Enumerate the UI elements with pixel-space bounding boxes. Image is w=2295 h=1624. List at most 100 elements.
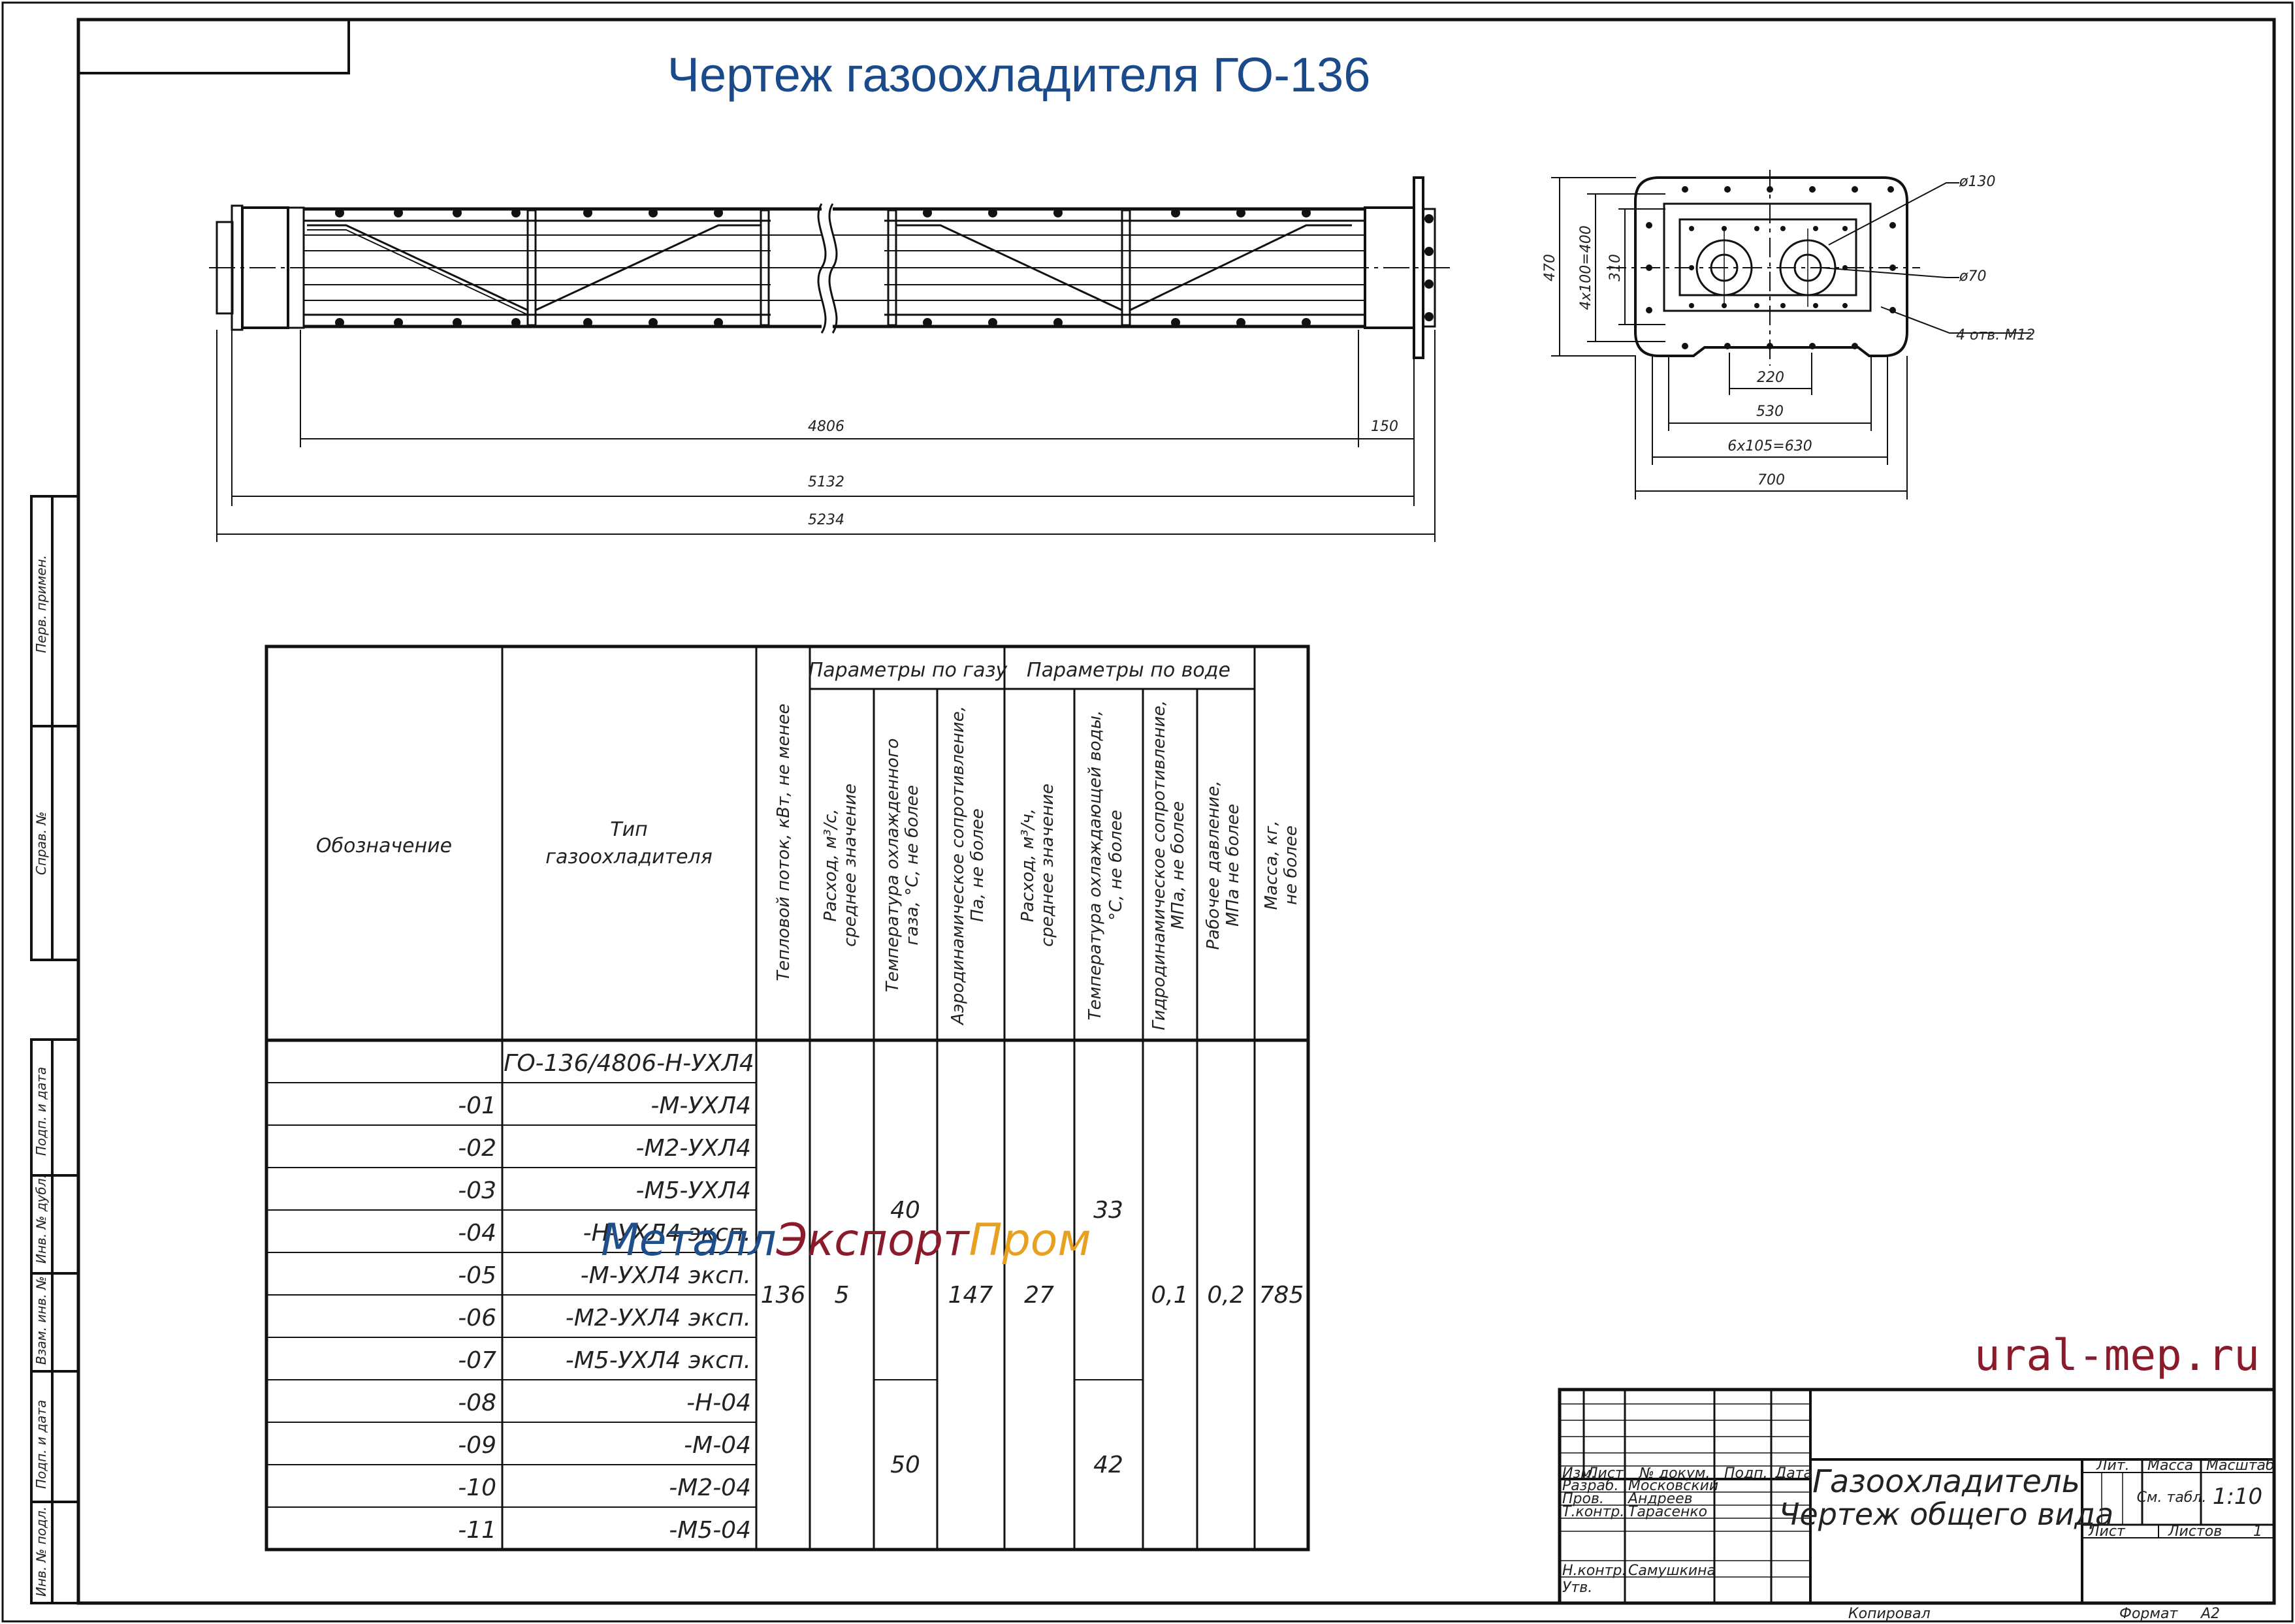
row-designation: -01 <box>458 1092 496 1119</box>
dim-width-700: 700 <box>1757 472 1785 488</box>
row-designation: -05 <box>458 1262 496 1289</box>
front-dim-labels: 4806 150 5132 5234 <box>808 419 1398 528</box>
value-water-temp-a: 33 <box>1093 1197 1123 1224</box>
header-water-temp-line2: °С, не более <box>1106 810 1126 921</box>
header-pressure-line1: Рабочее давление, <box>1204 780 1223 949</box>
tb-format: Формат <box>2119 1606 2178 1622</box>
tb-sheets-value: 1 <box>2253 1523 2262 1540</box>
row-designation: -07 <box>458 1347 496 1374</box>
row-designation: -09 <box>458 1432 496 1459</box>
header-hydro-line1: Гидродинамическое сопротивление, <box>1149 700 1169 1030</box>
corner-box <box>77 18 350 74</box>
tb-format-value: А2 <box>2200 1606 2220 1622</box>
tb-name-line1: Газоохладитель <box>1812 1463 2080 1500</box>
stamp-label: Инв. № подл. <box>33 1506 49 1597</box>
side-view-bolts <box>1646 186 1896 349</box>
tb-massa: Масса <box>2147 1457 2193 1474</box>
params-table-grid <box>265 645 1310 1552</box>
dim-height-400: 4x100=400 <box>1578 225 1594 310</box>
header-water-group: Параметры по воде <box>1027 659 1230 682</box>
tb-scale-value: 1:10 <box>2213 1484 2262 1510</box>
table-row: ГО-136/4806-Н-УХЛ4 <box>504 1050 754 1077</box>
tb-col-sign: Подп. <box>1724 1465 1768 1482</box>
row-type: -М5-УХЛ4 эксп. <box>566 1347 751 1374</box>
header-water-flow-line2: среднее значение <box>1038 784 1057 947</box>
header-gas-flow-line1: Расход, м³/с, <box>821 808 841 921</box>
table-row: -05 -М-УХЛ4 эксп. <box>458 1262 751 1289</box>
row-designation: -03 <box>458 1177 496 1204</box>
row-type: -М-УХЛ4 эксп. <box>581 1262 751 1289</box>
header-gas-group: Параметры по газу <box>809 659 1008 682</box>
stamp-label: Взам. инв. № <box>33 1276 49 1365</box>
dim-width-220: 220 <box>1757 370 1784 386</box>
header-mass-line2: не более <box>1281 825 1301 905</box>
tb-role-utv: Утв. <box>1562 1580 1592 1596</box>
row-type: -М2-04 <box>669 1474 751 1501</box>
table-row: -10 -М2-04 <box>458 1474 751 1501</box>
site-link[interactable]: ural-mep.ru <box>1974 1330 2260 1380</box>
page-title: Чертеж газоохладителя ГО-136 <box>667 48 1371 102</box>
side-view <box>1551 170 2031 500</box>
table-row: -04-Н-УХЛ4 эксп. <box>458 1220 751 1247</box>
side-view-labels: ø130 ø70 4 отв. М12 470 4x100=400 310 22… <box>1542 174 2035 488</box>
front-view-bolts <box>335 208 1434 327</box>
value-mass: 785 <box>1259 1282 1304 1309</box>
header-heat: Тепловой поток, кВт, не менее <box>774 703 794 981</box>
header-gas-temp-line1: Температура охлажденного <box>883 739 903 993</box>
header-gas-temp-line2: газа, °С, не более <box>903 785 922 945</box>
dim-width-530: 530 <box>1756 404 1784 420</box>
tb-copied: Копировал <box>1848 1606 1931 1622</box>
header-mass-line1: Масса, кг, <box>1262 820 1281 910</box>
tb-col-doc: № докум. <box>1639 1465 1710 1482</box>
tb-sheet: Лист <box>2088 1523 2126 1540</box>
tb-sheets: Листов <box>2168 1523 2222 1540</box>
value-pressure: 0,2 <box>1207 1282 1244 1309</box>
row-designation: -10 <box>458 1474 496 1501</box>
label-d70: ø70 <box>1959 268 1986 285</box>
header-designation: Обозначение <box>316 835 452 857</box>
dim-length-4806: 4806 <box>808 419 844 435</box>
table-row: -02-М2-УХЛ4 <box>458 1135 751 1162</box>
watermark-logo: МеталлЭкспортПром <box>601 1215 1091 1266</box>
table-row: -08-Н-04 <box>458 1390 751 1416</box>
tb-role-razrab: Разраб. <box>1562 1478 1618 1494</box>
value-water-temp-b: 42 <box>1093 1452 1123 1478</box>
value-heat: 136 <box>761 1282 806 1309</box>
label-d130: ø130 <box>1959 174 1995 190</box>
header-hydro-line2: МПа, не более <box>1168 801 1188 929</box>
dim-height-310: 310 <box>1607 254 1624 281</box>
row-type: -Н-04 <box>686 1390 751 1416</box>
dim-height-470: 470 <box>1542 254 1558 281</box>
side-stamp <box>30 495 80 1604</box>
header-water-flow-line1: Расход, м³/ч, <box>1018 808 1038 922</box>
tb-lit: Лит. <box>2096 1457 2130 1474</box>
table-row: -06-М2-УХЛ4 эксп. <box>458 1305 751 1331</box>
tb-col-list: Лист <box>1586 1465 1624 1482</box>
stamp-label: Инв. № дубл. <box>33 1174 49 1264</box>
tb-name-prov: Андреев <box>1627 1491 1693 1507</box>
header-type-line2: газоохладителя <box>545 846 713 868</box>
dim-length-150: 150 <box>1371 419 1398 435</box>
value-gas-flow: 5 <box>835 1282 850 1309</box>
tb-massa-value: См. табл. <box>2137 1489 2207 1506</box>
tb-name-tkontr: Тарасенко <box>1628 1504 1707 1520</box>
header-water-temp-line1: Температура охлаждающей воды, <box>1085 710 1105 1021</box>
value-gas-temp-b: 50 <box>890 1452 920 1478</box>
value-hydro: 0,1 <box>1151 1282 1188 1309</box>
tb-name-nkontr: Самушкина <box>1628 1563 1716 1579</box>
stamp-label: Подп. и дата <box>33 1067 49 1156</box>
row-designation: -11 <box>458 1517 496 1544</box>
table-row: -01-М-УХЛ4 <box>458 1092 751 1119</box>
table-row: -09-М-04 <box>458 1432 751 1459</box>
table-row: -11-М5-04 <box>458 1517 751 1544</box>
title-block-grid <box>1558 1388 2276 1605</box>
tb-role-tkontr: Т.контр. <box>1562 1504 1624 1520</box>
row-type: -Н-УХЛ4 эксп. <box>583 1220 751 1247</box>
table-row: -07 -М5-УХЛ4 эксп. <box>458 1347 751 1374</box>
stamp-label: Перв. примен. <box>33 555 49 653</box>
value-gas-temp-a: 40 <box>890 1197 920 1224</box>
params-table-values: 136 5 40 50 147 27 33 42 0,1 0,2 785 <box>761 1197 1304 1478</box>
params-table-header: Обозначение Тип газоохладителя Параметры… <box>316 659 1301 1030</box>
table-row: -03-М5-УХЛ4 <box>458 1177 751 1204</box>
